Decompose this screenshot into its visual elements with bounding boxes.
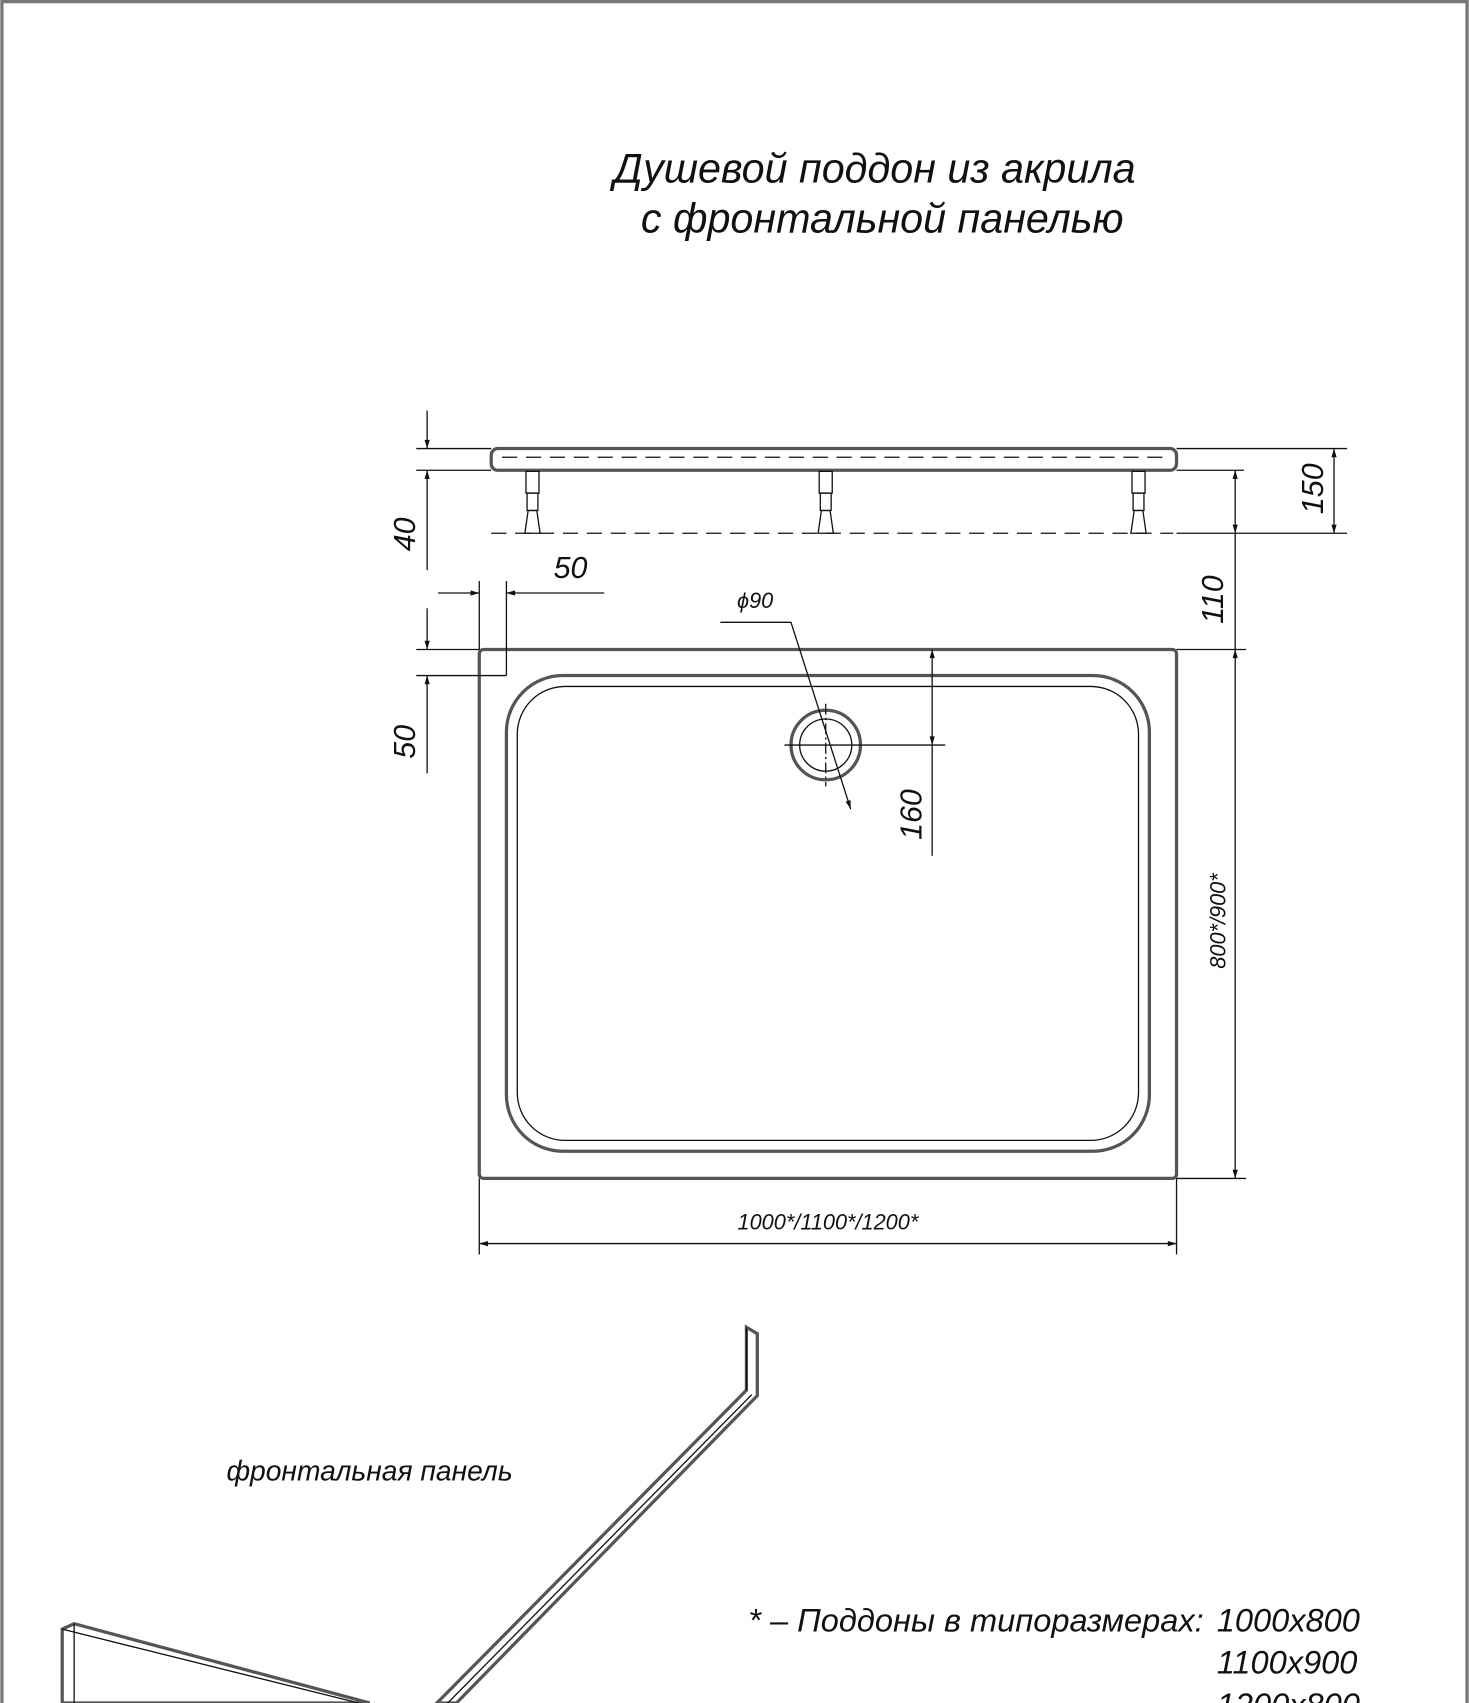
- dim-depth: 800*/900*: [1205, 872, 1230, 969]
- front-panel-drawing: фронтальная панель: [60, 1324, 759, 1703]
- dim-total-height: 150: [1296, 463, 1330, 514]
- dim-width: 1000*/1100*/1200*: [738, 1209, 920, 1234]
- title-line-1: Душевой поддон из акрила: [610, 145, 1136, 191]
- side-view: 40 150 110: [388, 410, 1348, 650]
- size-option: 1200x800: [1217, 1687, 1360, 1703]
- dim-drain-offset: 160: [894, 789, 928, 840]
- leg: [524, 470, 541, 534]
- footnote: * – Поддоны в типоразмерах: 1000x800 110…: [748, 1602, 1360, 1703]
- tray-basin-outer: [504, 673, 1152, 1153]
- dim-side-offset-y: 50: [388, 725, 422, 759]
- tray-basin-inner: [516, 685, 1140, 1142]
- size-option: 1100x900: [1217, 1645, 1358, 1681]
- panel-label: фронтальная панель: [226, 1454, 512, 1486]
- tray-side-profile: [489, 446, 1179, 472]
- top-view: 50 50 ϕ90 160 800*/900* 1000*/1100*/1200…: [388, 551, 1247, 1255]
- dim-rim-height: 40: [388, 517, 422, 551]
- leg: [817, 470, 835, 534]
- footnote-text: * – Поддоны в типоразмерах:: [748, 1602, 1203, 1638]
- dim-leg-height: 110: [1196, 575, 1230, 624]
- dim-side-offset-x: 50: [554, 551, 588, 585]
- dim-drain-diameter: ϕ90: [737, 588, 773, 613]
- leg: [1130, 470, 1147, 534]
- size-option: 1000x800: [1217, 1602, 1360, 1638]
- title-line-2: с фронтальной панелью: [641, 195, 1124, 241]
- tray-outline: [477, 647, 1179, 1181]
